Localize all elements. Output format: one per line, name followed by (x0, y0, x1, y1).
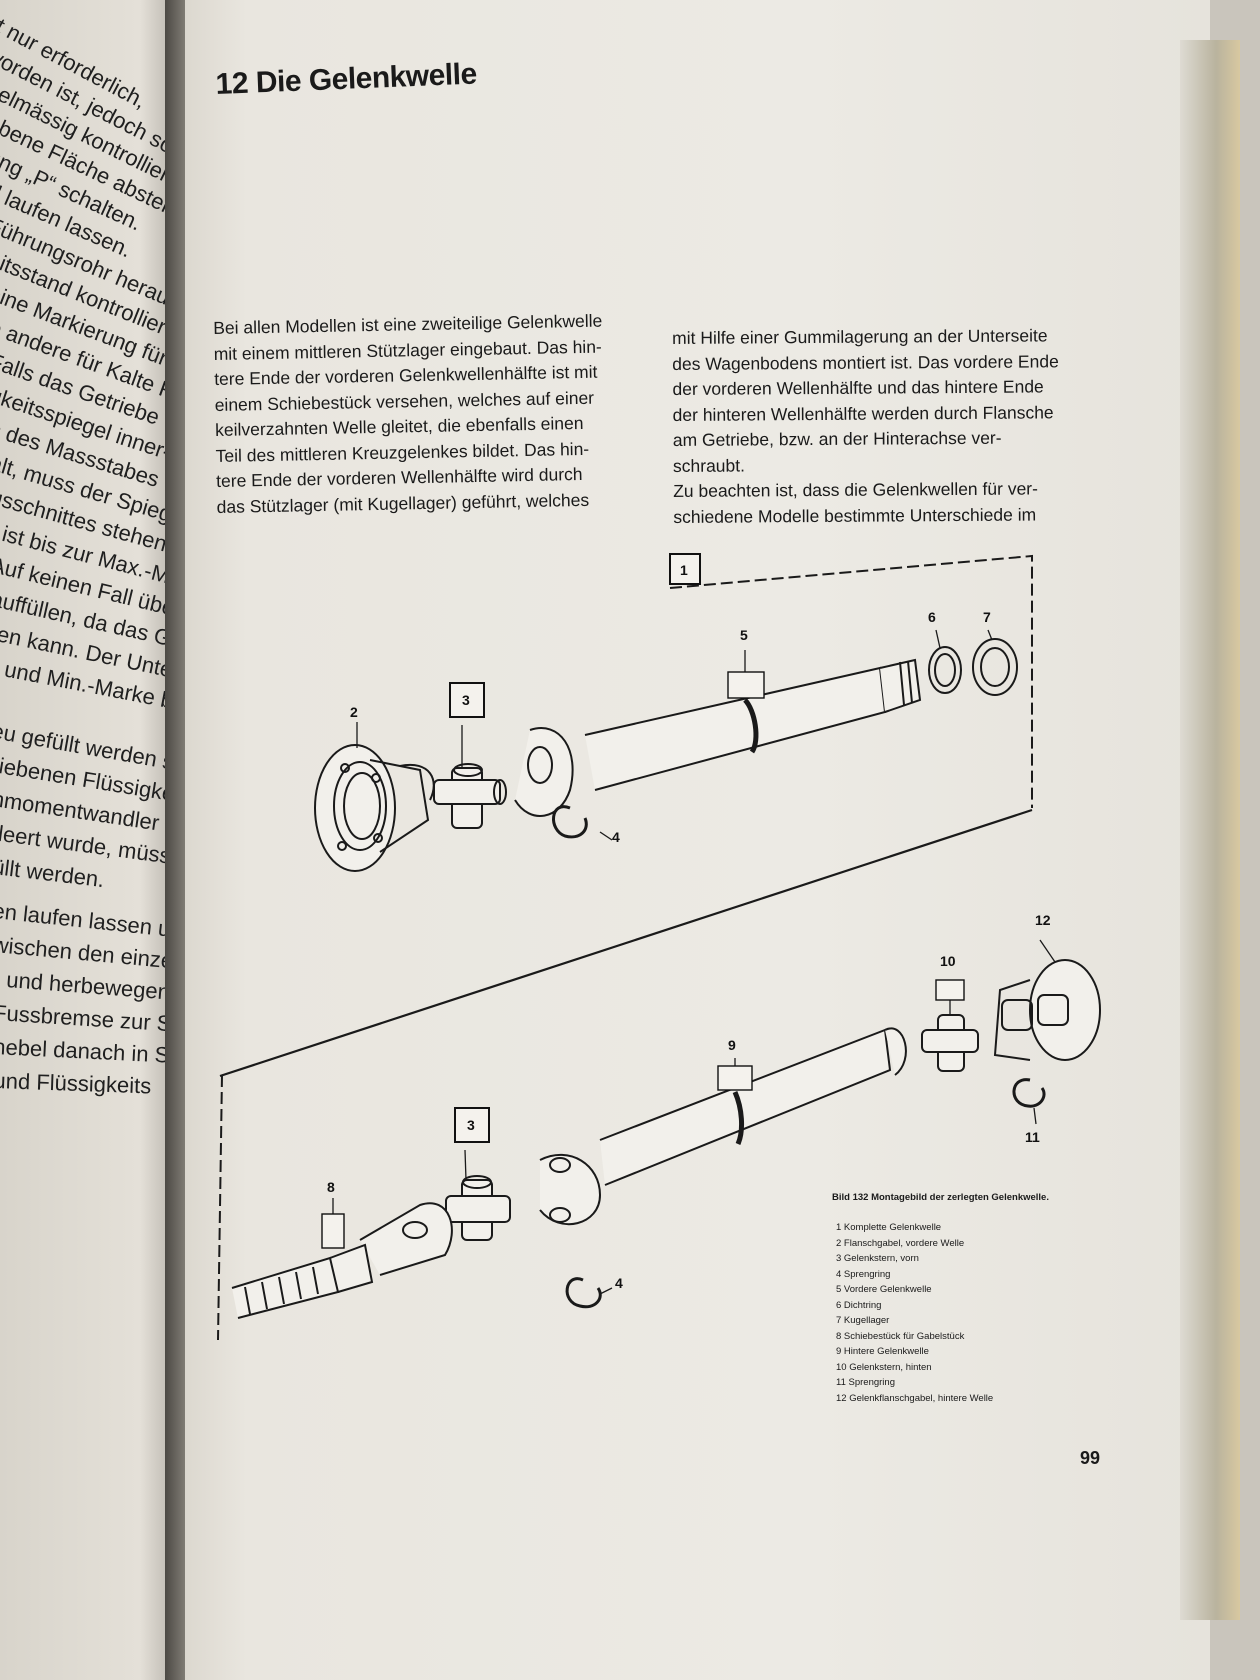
legend-item: 4 Sprengring (836, 1268, 891, 1280)
ball-bearing (972, 638, 1018, 696)
snap-ring-rear (1012, 1078, 1046, 1108)
label-9: 9 (728, 1037, 736, 1053)
label-box-3-bottom: 3 (454, 1107, 490, 1143)
legend-item: 12 Gelenkflanschgabel, hintere Welle (836, 1392, 994, 1404)
label-8: 8 (327, 1179, 335, 1195)
figure-frame (217, 554, 1033, 1341)
figure-legend: 1 Komplette Gelenkwelle 2 Flanschgabel, v… (836, 1220, 993, 1406)
label-10: 10 (940, 953, 956, 969)
legend-item: 1 Komplette Gelenkwelle (836, 1222, 942, 1233)
legend-item: 10 Gelenkstern, hinten (836, 1361, 932, 1373)
label-12: 12 (1035, 912, 1051, 928)
flange-yoke-front (314, 744, 435, 872)
flange-yoke-rear (993, 959, 1101, 1061)
label-5: 5 (740, 627, 748, 643)
seal-ring (928, 646, 962, 694)
svg-text:1: 1 (680, 562, 688, 578)
label-4-bottom: 4 (615, 1275, 623, 1291)
legend-item: 6 Dichtring (836, 1299, 882, 1311)
figure-caption-title: Bild 132 Montagebild der zerlegten Gelen… (832, 1192, 1049, 1203)
legend-item: 3 Gelenkstern, vorn (836, 1253, 919, 1264)
universal-joint-cross-middle (445, 1175, 511, 1241)
label-box-1: 1 (669, 553, 701, 585)
label-7: 7 (983, 609, 991, 625)
label-11: 11 (1025, 1129, 1040, 1145)
label-box-3-top: 3 (449, 682, 485, 718)
label-box-8 (321, 1213, 345, 1249)
rear-driveshaft (539, 1027, 907, 1226)
snap-ring-front (552, 805, 588, 839)
page-edge (1180, 40, 1240, 1620)
page-number: 99 (1080, 1448, 1101, 1468)
sliding-yoke (231, 1202, 453, 1319)
legend-item: 5 Vordere Gelenkwelle (836, 1284, 932, 1295)
snap-ring-middle (565, 1277, 602, 1309)
legend-item: 2 Flanschgabel, vordere Welle (836, 1237, 965, 1249)
label-box-10 (935, 979, 965, 1001)
legend-item: 9 Hintere Gelenkwelle (836, 1346, 929, 1357)
label-4-top: 4 (612, 829, 620, 845)
universal-joint-cross-front (433, 763, 507, 829)
legend-item: 8 Schiebestück für Gabelstück (836, 1330, 965, 1342)
legend-item: 11 Sprengring (836, 1377, 895, 1388)
svg-text:3: 3 (467, 1117, 475, 1133)
label-6: 6 (928, 609, 936, 625)
label-box-5 (727, 671, 765, 699)
universal-joint-cross-rear (921, 1014, 979, 1072)
front-driveshaft (514, 658, 922, 817)
label-2: 2 (350, 704, 358, 720)
svg-text:3: 3 (462, 692, 470, 708)
legend-item: 7 Kugellager (836, 1315, 890, 1326)
label-box-9 (717, 1065, 753, 1091)
